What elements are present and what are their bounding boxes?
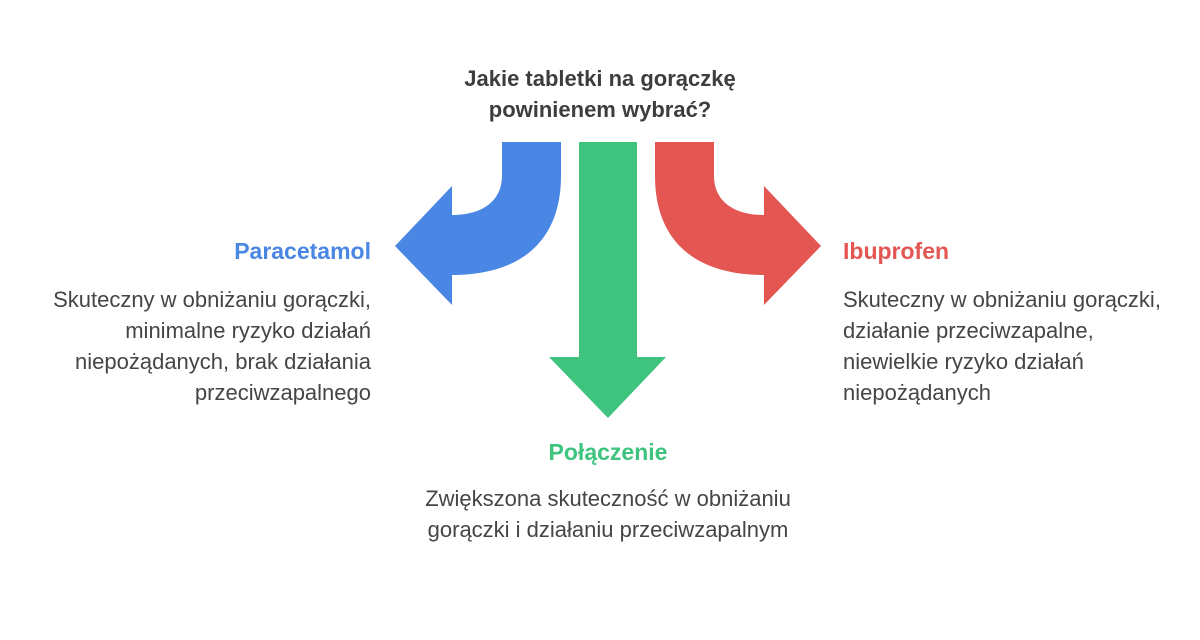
combination-description: Zwiększona skuteczność w obniżaniu gorąc…	[425, 486, 791, 542]
paracetamol-description: Skuteczny w obniżaniu gorączki, minimaln…	[53, 287, 371, 405]
combination-title: Połączenie	[548, 439, 668, 465]
paracetamol-title: Paracetamol	[234, 238, 371, 264]
ibuprofen-description: Skuteczny w obniżaniu gorączki, działani…	[843, 287, 1161, 405]
right-arrow	[655, 142, 821, 305]
left-arrow	[395, 142, 561, 305]
question-heading: Jakie tabletki na gorączkę powinienem wy…	[464, 66, 736, 122]
center-arrow	[549, 142, 666, 418]
ibuprofen-title: Ibuprofen	[843, 238, 950, 264]
